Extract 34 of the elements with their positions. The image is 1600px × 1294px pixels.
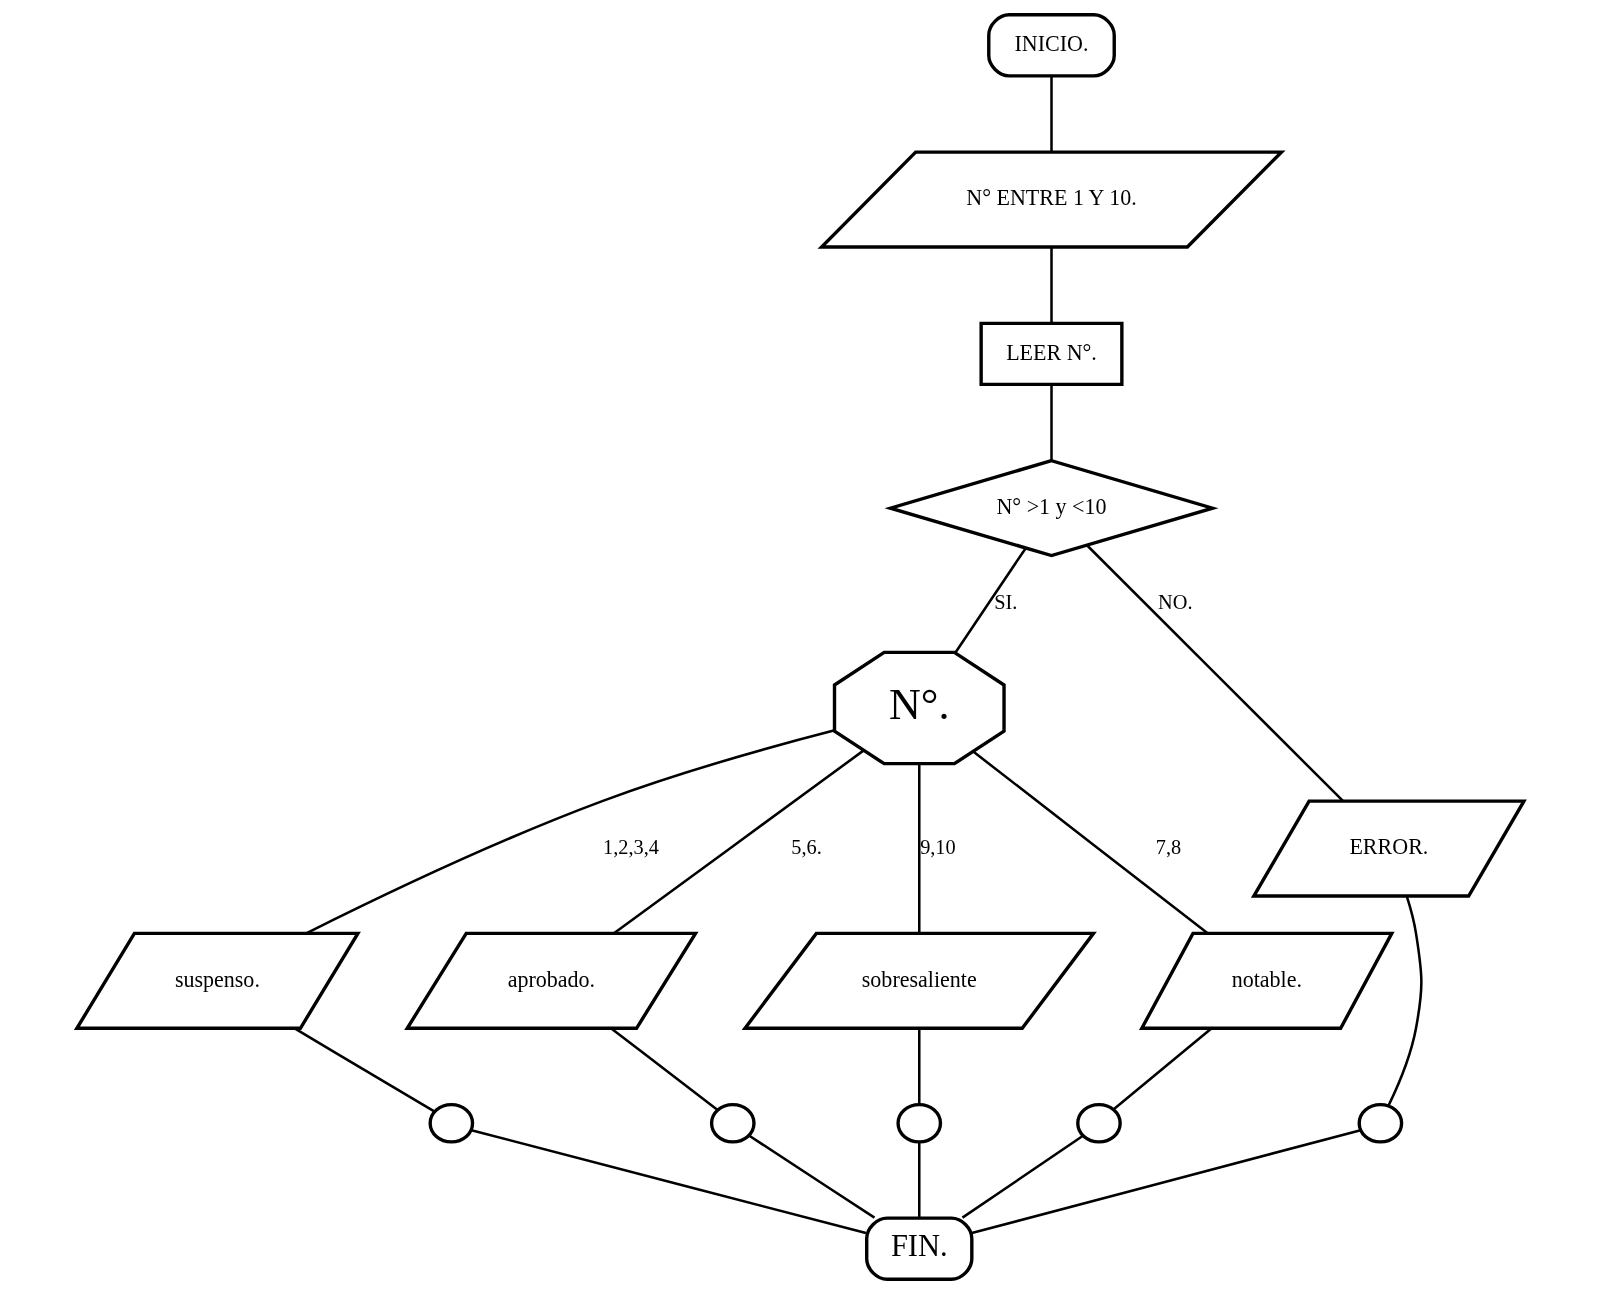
connector xyxy=(305,729,835,935)
node-circle xyxy=(1357,1102,1403,1144)
edge-label: 1,2,3,4 xyxy=(602,835,659,858)
edge-label: SI. xyxy=(993,591,1017,614)
connector xyxy=(748,1134,875,1219)
edge-label: 9,10 xyxy=(919,835,956,858)
edge-label: NO. xyxy=(1157,591,1192,614)
connector xyxy=(470,1128,866,1235)
edge-label: 7,8 xyxy=(1155,835,1181,858)
node-circle xyxy=(427,1102,474,1144)
node-box: LEER N°. xyxy=(978,321,1124,387)
node-circle xyxy=(1075,1102,1122,1144)
connector xyxy=(961,1134,1084,1219)
connector xyxy=(1112,1027,1212,1111)
node-diamond: N° >1 y <10 xyxy=(883,458,1219,558)
connector xyxy=(917,1141,921,1218)
node-box: INICIO. xyxy=(986,13,1116,78)
connector xyxy=(293,1027,435,1113)
connector xyxy=(972,750,1208,935)
connector xyxy=(610,1027,718,1111)
connector xyxy=(917,1028,921,1105)
connector xyxy=(953,547,1027,654)
connector xyxy=(917,764,921,934)
connector xyxy=(1049,247,1053,323)
edge-label: 5,6. xyxy=(790,835,822,858)
connector xyxy=(1049,76,1053,152)
connector xyxy=(971,1128,1361,1235)
connector xyxy=(1386,895,1423,1107)
node-box: FIN. xyxy=(864,1216,973,1281)
connector xyxy=(612,749,864,935)
node-circle xyxy=(895,1102,942,1144)
connector xyxy=(1049,384,1053,461)
node-circle xyxy=(709,1102,756,1144)
connector xyxy=(1085,544,1344,802)
